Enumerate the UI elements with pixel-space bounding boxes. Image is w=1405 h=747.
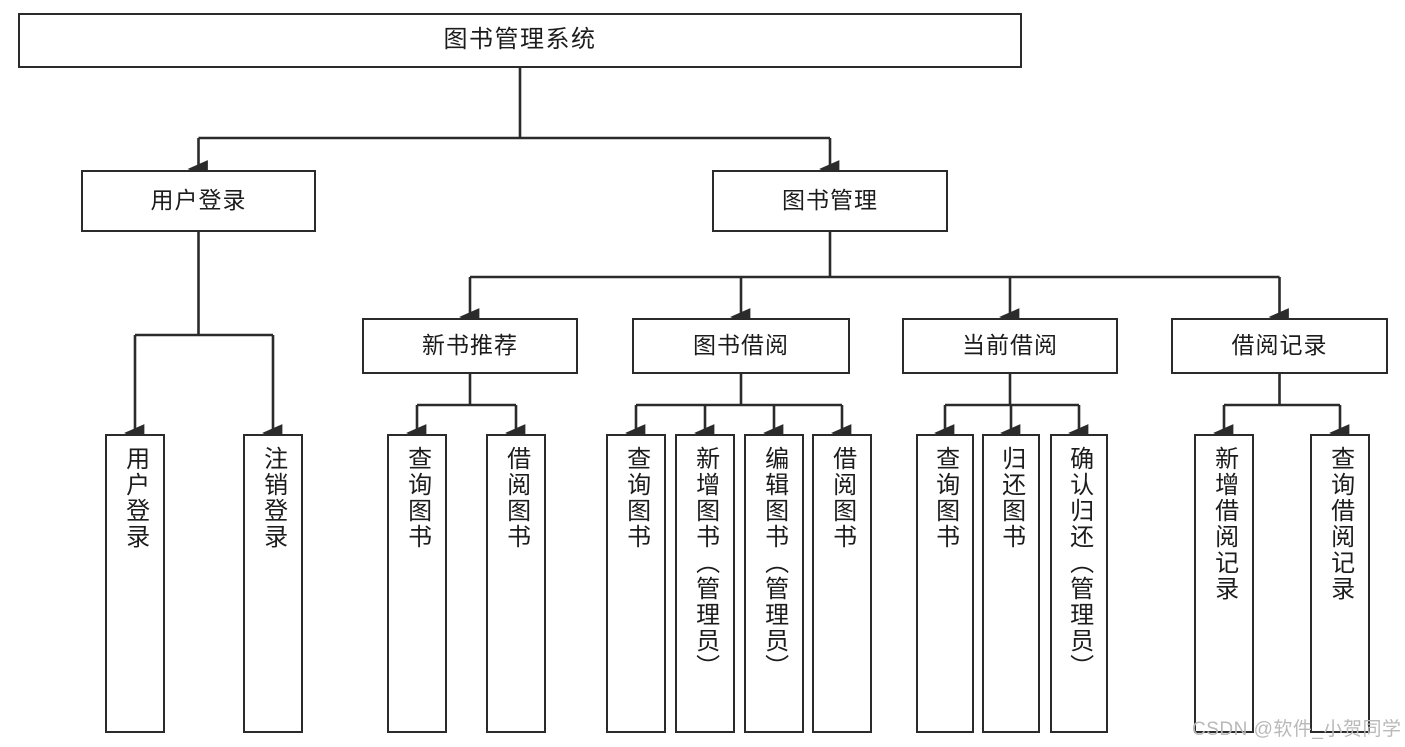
node-label: 查询图书 (622, 446, 650, 550)
node-label: 用户登录 (150, 187, 247, 214)
node-borrow[interactable]: 图书借阅 (632, 318, 850, 374)
node-leaf-cur-1[interactable]: 查询图书 (916, 434, 974, 733)
node-label: 图书管理 (782, 187, 878, 214)
node-label: 当前借阅 (962, 332, 1058, 359)
node-label: 借阅记录 (1231, 332, 1328, 359)
node-leaf-login-1[interactable]: 用户登录 (105, 434, 165, 733)
node-bookmgmt[interactable]: 图书管理 (712, 170, 948, 232)
node-label: 用户登录 (121, 446, 149, 550)
node-leaf-cur-3[interactable]: 确认归还（管理员） (1050, 434, 1108, 733)
node-label: 借阅图书 (502, 446, 530, 550)
node-leaf-rec-2[interactable]: 查询借阅记录 (1310, 434, 1370, 733)
node-label: 查询图书 (403, 446, 431, 550)
node-label: 借阅图书 (828, 446, 856, 550)
wire-group (124, 68, 1350, 442)
node-newbook[interactable]: 新书推荐 (362, 318, 578, 374)
node-leaf-new-1[interactable]: 查询图书 (387, 434, 447, 733)
node-current[interactable]: 当前借阅 (902, 318, 1118, 374)
node-label: 新增图书（管理员） (691, 446, 719, 680)
node-records[interactable]: 借阅记录 (1171, 318, 1388, 374)
node-leaf-login-2[interactable]: 注销登录 (243, 434, 303, 733)
node-label: 查询图书 (931, 446, 959, 550)
node-label: 查询借阅记录 (1326, 446, 1354, 602)
node-leaf-new-2[interactable]: 借阅图书 (486, 434, 546, 733)
node-leaf-bor-2[interactable]: 新增图书（管理员） (675, 434, 735, 733)
node-leaf-cur-2[interactable]: 归还图书 (982, 434, 1040, 733)
node-leaf-bor-3[interactable]: 编辑图书（管理员） (744, 434, 804, 733)
node-label: 编辑图书（管理员） (760, 446, 788, 680)
node-label: 确认归还（管理员） (1065, 446, 1093, 680)
node-leaf-bor-1[interactable]: 查询图书 (606, 434, 666, 733)
node-label: 新书推荐 (422, 332, 518, 359)
node-leaf-rec-1[interactable]: 新增借阅记录 (1194, 434, 1254, 733)
node-label: 图书借阅 (693, 332, 789, 359)
node-login[interactable]: 用户登录 (81, 170, 316, 232)
node-label: 归还图书 (997, 446, 1025, 550)
node-label: 注销登录 (259, 446, 287, 550)
node-label: 新增借阅记录 (1210, 446, 1238, 602)
node-root[interactable]: 图书管理系统 (18, 13, 1022, 68)
node-label: 图书管理系统 (443, 26, 597, 54)
node-leaf-bor-4[interactable]: 借阅图书 (812, 434, 872, 733)
